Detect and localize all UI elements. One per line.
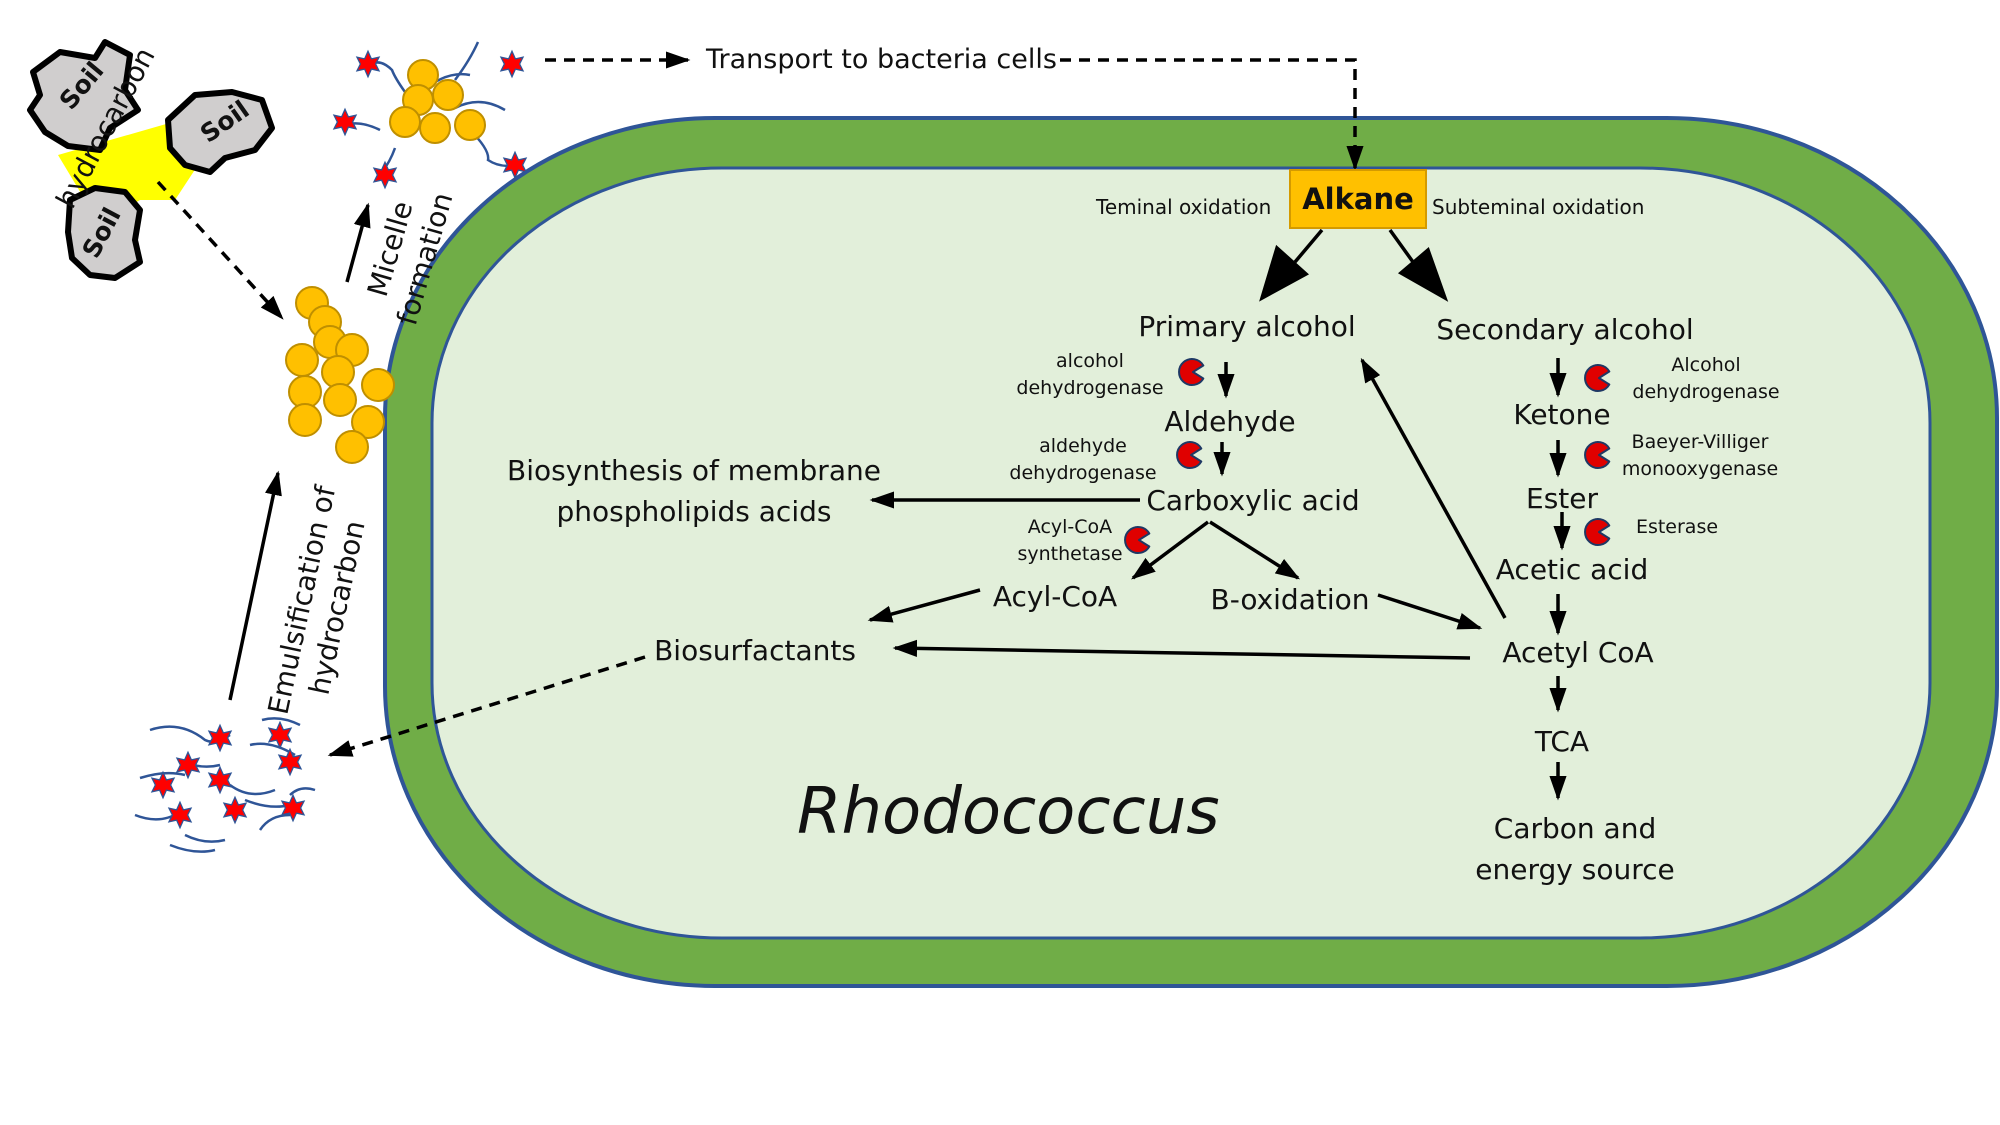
carboxylic-acid: Carboxylic acid xyxy=(1146,484,1360,517)
secondary-alcohol: Secondary alcohol xyxy=(1436,313,1694,346)
cytoplasm xyxy=(430,166,1932,940)
soil-particle-2 xyxy=(165,89,275,175)
b-oxidation: B-oxidation xyxy=(1210,583,1370,616)
primary-alcohol: Primary alcohol xyxy=(1138,310,1356,343)
pathway-arrows xyxy=(867,357,1571,801)
solid-arrows-outside xyxy=(228,202,371,701)
biosurfactants: Biosurfactants xyxy=(654,634,856,667)
micelle-droplets xyxy=(389,59,486,144)
hydrocarbon-droplets xyxy=(285,286,395,464)
ketone: Ketone xyxy=(1513,398,1611,431)
free-surfactant-heads xyxy=(151,721,305,829)
acetic-acid: Acetic acid xyxy=(1495,553,1649,586)
subterminal-oxidation-label: Subteminal oxidation xyxy=(1432,195,1645,219)
tca: TCA xyxy=(1534,725,1590,758)
ester: Ester xyxy=(1526,482,1598,515)
enzyme-label-esterase: Esterase xyxy=(1635,516,1719,538)
terminal-oxidation-label: Teminal oxidation xyxy=(1096,195,1272,219)
acyl-coa: Acyl-CoA xyxy=(992,580,1118,613)
aldehyde: Aldehyde xyxy=(1164,405,1296,438)
alkane-box: Alkane xyxy=(1289,169,1427,229)
transport-label: Transport to bacteria cells xyxy=(706,44,1057,75)
oxidation-arrows xyxy=(1259,228,1449,302)
acetyl-coa: Acetyl CoA xyxy=(1502,636,1654,669)
soil-particle-3 xyxy=(65,185,143,281)
soil-hydrocarbon-cluster xyxy=(27,39,275,281)
organism-name: Rhodococcus xyxy=(797,775,1220,849)
dashed-arrows xyxy=(156,51,1364,757)
soil-particle-1 xyxy=(27,39,141,153)
